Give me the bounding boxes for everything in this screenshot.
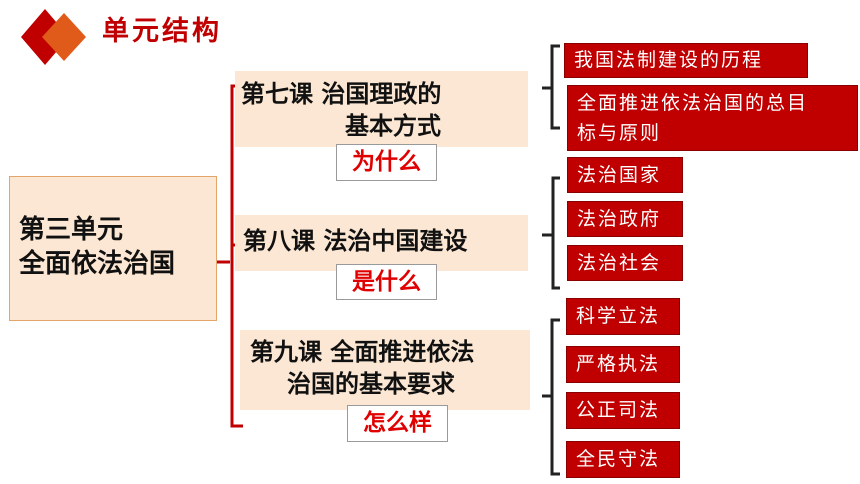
- lesson-8-title: 第八课 法治中国建设: [243, 227, 468, 255]
- topic-rule-of-law-country: 法治国家: [567, 157, 683, 193]
- lesson-9-title-line1: 第九课 全面推进依法: [250, 338, 475, 366]
- logo-diamond-icon: [21, 9, 86, 65]
- topic-strict-enforcement: 严格执法: [566, 346, 680, 383]
- lesson-7-title-line2: 基本方式: [345, 112, 441, 140]
- lesson-9-box: 第九课 全面推进依法 治国的基本要求: [240, 330, 530, 410]
- lesson-9-title-line2: 治国的基本要求: [287, 370, 455, 398]
- lesson-8-box: 第八课 法治中国建设: [235, 215, 528, 271]
- topic-legal-history: 我国法制建设的历程: [564, 43, 808, 78]
- topic-rule-of-law-government: 法治政府: [567, 201, 683, 237]
- lesson-7-question: 为什么: [336, 144, 437, 181]
- lesson-7-title-line1: 第七课 治国理政的: [241, 80, 442, 108]
- lesson-8-question: 是什么: [336, 264, 437, 300]
- topic-goals-principles-line1: 全面推进依法治国的总目: [577, 92, 809, 114]
- topic-scientific-legislation: 科学立法: [566, 298, 680, 335]
- page-title: 单元结构: [102, 16, 222, 47]
- lesson-7-box: 第七课 治国理政的 基本方式: [235, 71, 528, 147]
- topic-goals-principles: 全面推进依法治国的总目 标与原则: [567, 85, 858, 151]
- unit-number: 第三单元: [19, 215, 124, 245]
- topic-universal-compliance: 全民守法: [566, 441, 680, 478]
- topic-goals-principles-line2: 标与原则: [577, 122, 662, 144]
- topic-rule-of-law-society: 法治社会: [567, 245, 683, 281]
- topic-fair-justice: 公正司法: [566, 392, 680, 429]
- unit-title: 全面依法治国: [19, 249, 176, 279]
- unit-root-box: 第三单元 全面依法治国: [9, 176, 217, 321]
- lesson-9-question: 怎么样: [347, 405, 448, 442]
